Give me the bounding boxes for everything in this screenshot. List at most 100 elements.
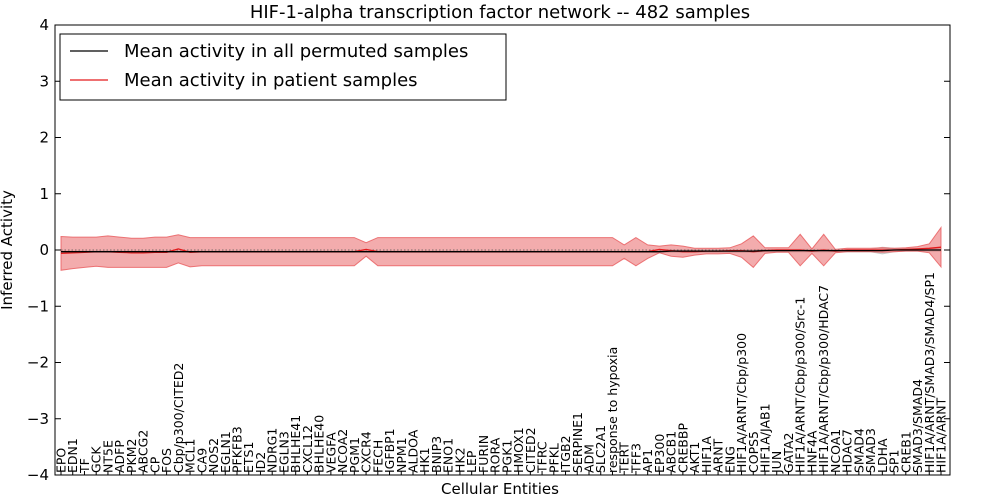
confidence-bands: [60, 225, 942, 271]
x-tick-label: EGLN3: [276, 431, 291, 473]
x-tick-label: ADM: [582, 444, 597, 473]
x-tick-label: IGFBP1: [382, 428, 397, 473]
y-tick-label: −2: [27, 354, 49, 372]
x-tick-label: ENG: [722, 446, 737, 473]
x-tick-label: COPS5: [746, 431, 761, 473]
x-tick-label: FURIN: [476, 435, 491, 473]
x-tick-label: BNIP3: [429, 436, 444, 473]
x-tick-label: PKM2: [124, 439, 139, 473]
y-axis-ticks: −4 −3 −2 −1 0 1 2 3 4: [27, 16, 950, 484]
x-tick-label: CA9: [194, 448, 209, 473]
x-tick-label: TFRC: [535, 441, 550, 474]
x-tick-label: Cbp/p300/CITED2: [171, 363, 186, 473]
legend-box: [59, 33, 507, 101]
x-tick-label: NCOA1: [828, 429, 843, 473]
x-tick-label: FECH: [370, 440, 385, 473]
x-tick-label: SLC2A1: [593, 425, 608, 473]
x-tick-label: ADFP: [112, 440, 127, 473]
legend-label-permuted: Mean activity in all permuted samples: [124, 41, 468, 62]
x-tick-label: response to hypoxia: [605, 347, 620, 473]
x-tick-label: FOS: [159, 448, 174, 473]
y-tick-label: 1: [39, 185, 49, 203]
x-tick-label: VEGFA: [323, 432, 338, 473]
x-axis-tick-labels: EPOEDN1TFGCKNT5EADFPPKM2ABCG2CPFOSCbp/p3…: [54, 272, 949, 475]
x-tick-label: ARNT: [711, 438, 726, 473]
x-tick-label: HK2: [452, 447, 467, 473]
x-tick-label: RORA: [488, 437, 503, 473]
x-tick-label: NDRG1: [265, 428, 280, 473]
x-tick-label: EPO: [54, 448, 69, 473]
x-tick-label: CITED2: [523, 427, 538, 473]
x-tick-label: CP: [147, 456, 162, 473]
x-tick-label: HNF4A: [804, 430, 819, 473]
x-tick-label: CREB1: [898, 431, 913, 473]
x-tick-label: SERPINE1: [570, 412, 585, 473]
x-tick-label: PFKFB3: [230, 426, 245, 473]
x-axis-label: Cellular Entities: [441, 480, 559, 498]
x-tick-label: JUN: [769, 451, 784, 474]
x-tick-label: HK1: [417, 447, 432, 473]
legend-label-patient: Mean activity in patient samples: [124, 70, 418, 91]
x-tick-label: EP300: [652, 434, 667, 473]
x-tick-label: PGK1: [499, 440, 514, 473]
x-tick-label: TFF3: [628, 443, 643, 474]
x-tick-label: EDN1: [65, 438, 80, 473]
x-tick-label: SMAD4: [851, 428, 866, 473]
x-tick-label: LEP: [464, 450, 479, 473]
legend: Mean activity in all permuted samples Me…: [59, 33, 507, 101]
x-tick-label: LDHA: [875, 438, 890, 473]
x-tick-label: CXCR4: [359, 431, 374, 473]
x-tick-label: HIF1A/JAB1: [758, 403, 773, 473]
x-tick-label: NT5E: [100, 440, 115, 473]
x-tick-label: BHLHE40: [312, 415, 327, 473]
x-tick-label: GATA2: [781, 433, 796, 473]
x-tick-label: SMAD3/SMAD4: [910, 379, 925, 473]
x-tick-label: GCK: [89, 446, 104, 473]
y-tick-label: 4: [39, 16, 49, 34]
y-tick-label: −4: [27, 466, 49, 484]
series-lines: [60, 246, 942, 255]
x-tick-label: MCL1: [183, 439, 198, 473]
x-tick-label: ABCB1: [664, 431, 679, 473]
x-tick-label: HIF1A/ARNT/Cbp/p300/HDAC7: [816, 285, 831, 473]
x-tick-label: HIF1A/ARNT/SMAD3/SMAD4/SP1: [922, 272, 937, 473]
y-tick-label: −1: [27, 297, 49, 315]
y-tick-label: 3: [39, 72, 49, 90]
x-tick-label: NPM1: [394, 437, 409, 473]
x-tick-label: EGLN1: [218, 431, 233, 473]
x-tick-label: ENO1: [441, 438, 456, 473]
x-tick-label: SMAD3: [863, 428, 878, 473]
x-tick-label: HMOX1: [511, 427, 526, 473]
x-tick-label: CREBBP: [675, 423, 690, 473]
chart-title: HIF-1-alpha transcription factor network…: [250, 2, 750, 23]
x-tick-label: ITGB2: [558, 435, 573, 473]
x-tick-label: AP1: [640, 449, 655, 473]
x-tick-label: BHLHE41: [288, 415, 303, 473]
y-tick-label: −3: [27, 410, 49, 428]
x-tick-label: ABCG2: [136, 430, 151, 473]
x-tick-label: TF: [77, 458, 92, 474]
x-tick-label: ALDOA: [406, 429, 421, 473]
y-tick-label: 0: [39, 241, 49, 259]
x-tick-label: SP1: [887, 450, 902, 473]
x-tick-label: NCOA2: [335, 429, 350, 473]
x-tick-label: ETS1: [241, 442, 256, 473]
x-tick-label: AKT1: [687, 442, 702, 473]
x-tick-label: CXCL12: [300, 425, 315, 473]
x-tick-label: HIF1A/ARNT/Cbp/p300/Src-1: [793, 297, 808, 473]
line-permuted: [61, 249, 941, 253]
x-tick-label: NOS2: [206, 438, 221, 473]
x-tick-label: PGM1: [347, 437, 362, 473]
x-tick-label: HDAC7: [840, 429, 855, 473]
band-patient: [60, 225, 942, 271]
x-tick-label: TERT: [617, 442, 632, 474]
x-tick-label: HIF1A: [699, 436, 714, 473]
x-tick-label: ID2: [253, 452, 268, 473]
x-tick-label: PFKL: [546, 443, 561, 473]
x-tick-label: HIF1A/ARNT: [934, 397, 949, 473]
y-axis-label: Inferred Activity: [0, 190, 16, 310]
y-tick-label: 2: [39, 129, 49, 147]
x-tick-label: HIF1A/ARNT/Cbp/p300: [734, 333, 749, 473]
plot-frame: [54, 24, 951, 476]
